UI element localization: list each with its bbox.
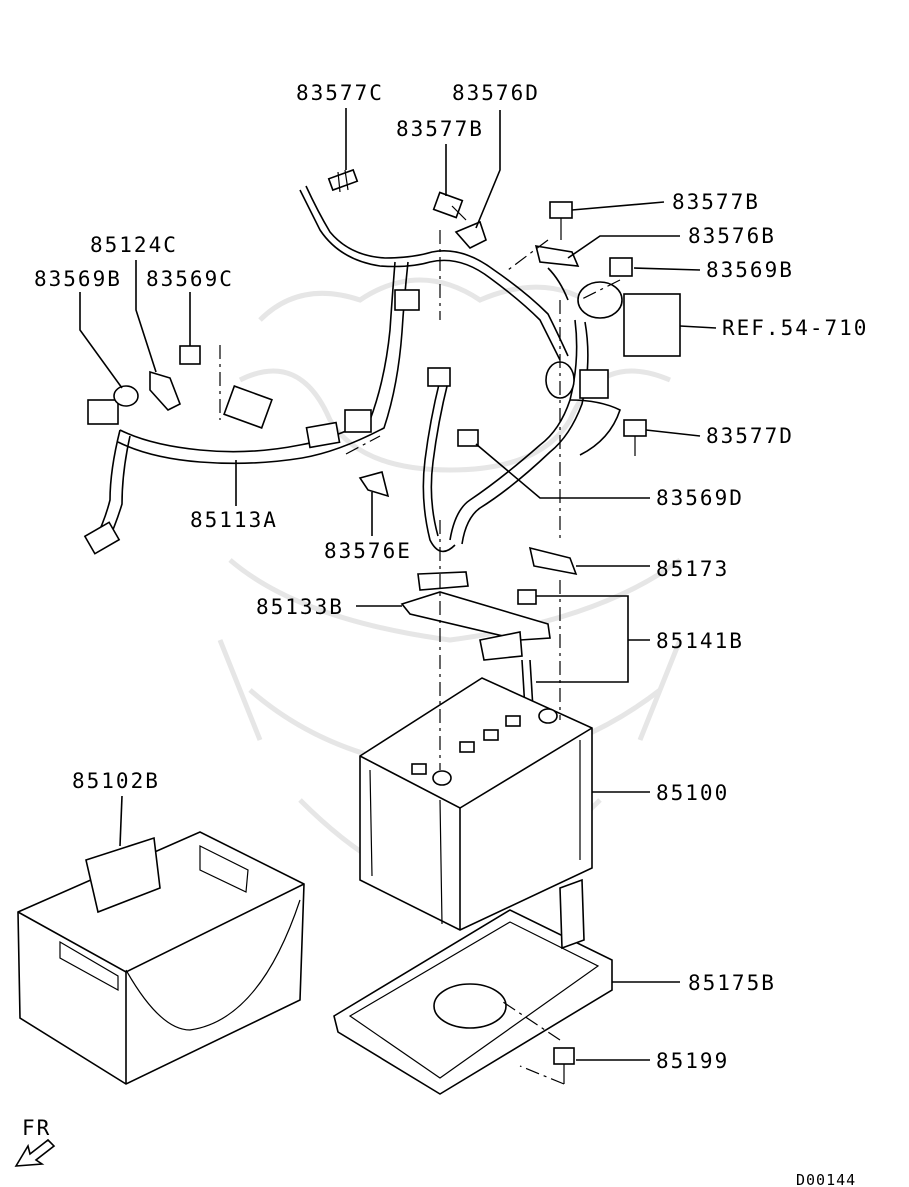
bolt-85199: [553, 1047, 575, 1084]
nut-83569D: [457, 429, 479, 447]
label-85124C: 85124C: [90, 233, 178, 257]
label-85102B: 85102B: [72, 769, 160, 793]
label-85133B: 85133B: [256, 595, 344, 619]
label-83569D: 83569D: [656, 486, 744, 510]
nut-83569C: [179, 345, 201, 365]
clip-85173: [528, 546, 578, 576]
label-85173: 85173: [656, 557, 729, 581]
clip-83576B: [534, 245, 580, 267]
label-83576B: 83576B: [688, 224, 776, 248]
label-83569B-right: 83569B: [706, 258, 794, 282]
wiring-harness: [83, 185, 623, 555]
label-83577B-right: 83577B: [672, 190, 760, 214]
label-83576E: 83576E: [324, 539, 412, 563]
clip-85124C: [149, 370, 182, 411]
label-85175B: 85175B: [688, 971, 776, 995]
label-fr: FR: [22, 1116, 51, 1140]
label-85141B: 85141B: [656, 629, 744, 653]
diagram-code: D00144: [796, 1171, 856, 1187]
front-direction-arrow-icon: [14, 1138, 56, 1167]
bolt-83577D: [623, 419, 647, 456]
tray-85175B: [333, 878, 613, 1095]
relay-box-ref: [623, 293, 681, 357]
label-85199: 85199: [656, 1049, 729, 1073]
alignment-lines: [219, 230, 621, 1085]
bolt-83577C: [327, 168, 359, 193]
bolt-83577B-right: [549, 201, 573, 240]
label-85100: 85100: [656, 781, 729, 805]
label-83576D: 83576D: [452, 81, 540, 105]
clip-83576E: [358, 471, 390, 498]
label-83577B-top: 83577B: [396, 117, 484, 141]
label-83577C: 83577C: [296, 81, 384, 105]
nut-83569B-left: [113, 385, 139, 407]
hold-down-85133B: [400, 571, 551, 661]
battery-85100: [359, 677, 593, 931]
leader-lines: [79, 108, 717, 1061]
label-83569B-left: 83569B: [34, 267, 122, 291]
label-83577D: 83577D: [706, 424, 794, 448]
battery-box-85102B: [17, 831, 305, 1085]
label-85113A: 85113A: [190, 508, 278, 532]
clip-83576D: [454, 220, 487, 249]
nut-83569B-right: [609, 257, 633, 277]
bolt-83577B-top: [432, 191, 467, 221]
label-ref-54-710: REF.54-710: [722, 316, 868, 340]
label-83569C: 83569C: [146, 267, 234, 291]
